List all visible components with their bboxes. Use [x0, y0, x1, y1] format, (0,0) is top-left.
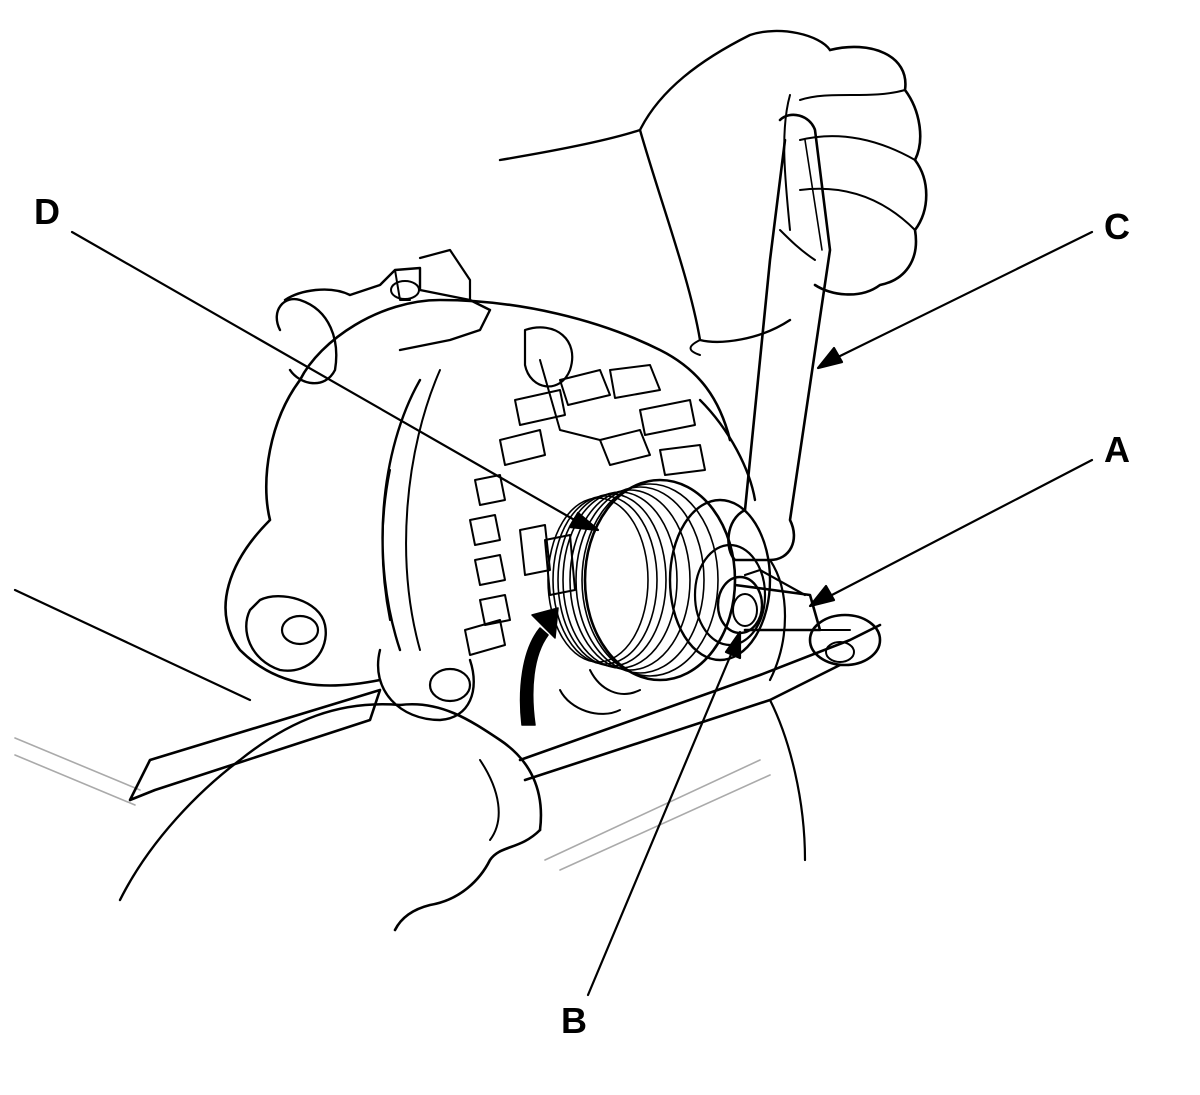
- alternator: [224, 248, 787, 722]
- pulley: [547, 478, 772, 682]
- workbench: [13, 588, 771, 871]
- callout-label-d: D: [34, 191, 60, 232]
- wrench: [727, 113, 832, 562]
- callout-label-b: B: [561, 1000, 587, 1041]
- rotation-arrow-icon: [519, 607, 559, 726]
- socket-tool: [716, 568, 851, 635]
- callout-label-a: A: [1104, 429, 1130, 470]
- leader-arrow-icon: [70, 230, 1094, 997]
- lower-hand: [118, 698, 807, 932]
- upper-hand: [498, 29, 928, 356]
- callout-label-c: C: [1104, 206, 1130, 247]
